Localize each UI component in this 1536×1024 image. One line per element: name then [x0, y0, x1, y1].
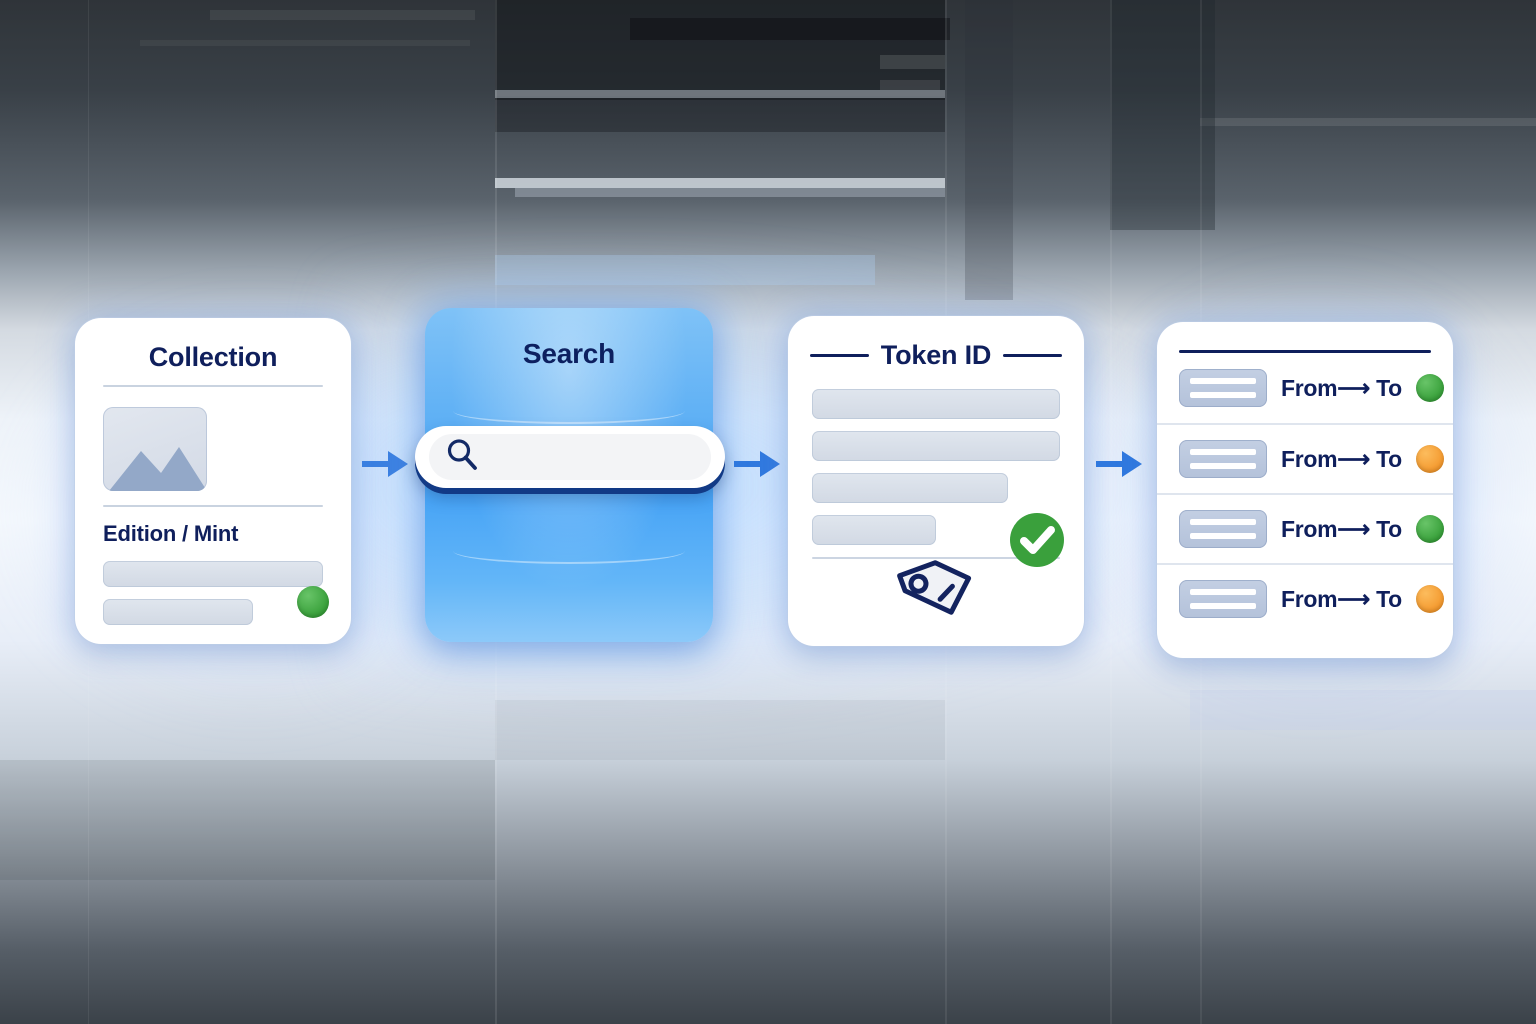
- skeleton-bar: [812, 515, 936, 545]
- list-thumb-icon: [1179, 369, 1267, 407]
- search-panel[interactable]: Search: [415, 308, 725, 642]
- glitch-band: [880, 55, 945, 69]
- status-badge: [1415, 515, 1444, 543]
- glitch-band: [495, 96, 945, 132]
- table-row[interactable]: From⟶ To: [1157, 563, 1453, 633]
- glitch-band: [140, 40, 470, 46]
- glitch-band: [495, 255, 875, 285]
- transfer-label: From⟶ To: [1281, 445, 1402, 472]
- token-skeleton-list: [788, 389, 1084, 567]
- divider: [1003, 354, 1063, 357]
- glitch-band: [965, 0, 1013, 300]
- token-id-card[interactable]: Token ID: [788, 316, 1084, 646]
- check-circle-icon: [1008, 511, 1066, 569]
- divider: [103, 505, 323, 507]
- divider: [810, 354, 869, 357]
- skeleton-bar: [103, 599, 253, 625]
- image-placeholder-icon: [103, 407, 207, 491]
- status-badge: [297, 586, 329, 618]
- glitch-band: [495, 90, 945, 98]
- table-row[interactable]: From⟶ To: [1157, 353, 1453, 423]
- glitch-band: [1110, 0, 1215, 230]
- glitch-band: [495, 0, 945, 100]
- status-badge: [1415, 585, 1444, 613]
- arrow-right-icon: [362, 447, 408, 486]
- panel-arc: [453, 398, 685, 424]
- collection-title: Collection: [148, 342, 278, 372]
- skeleton-bar: [812, 431, 1060, 461]
- list-thumb-icon: [1179, 440, 1267, 478]
- edition-mint-label: Edition / Mint: [103, 521, 239, 546]
- transfer-label: From⟶ To: [1281, 374, 1402, 401]
- skeleton-bar: [812, 473, 1008, 503]
- transfer-label: From⟶ To: [1281, 585, 1402, 612]
- arrow-right-icon: [1096, 447, 1142, 486]
- search-title: Search: [522, 338, 616, 369]
- panel-arc: [453, 538, 685, 564]
- glitch-band: [515, 188, 945, 197]
- search-input[interactable]: [429, 434, 711, 480]
- divider: [103, 385, 323, 387]
- transfer-label: From⟶ To: [1281, 515, 1402, 542]
- list-thumb-icon: [1179, 580, 1267, 618]
- token-id-title: Token ID: [880, 340, 992, 370]
- glitch-band: [630, 18, 950, 40]
- arrow-right-icon: [734, 447, 780, 486]
- status-badge: [1415, 374, 1444, 402]
- glitch-band: [1200, 118, 1536, 126]
- table-row[interactable]: From⟶ To: [1157, 493, 1453, 563]
- glitch-seam: [1110, 0, 1112, 1024]
- glitch-band: [1190, 690, 1536, 730]
- transfers-card[interactable]: From⟶ To From⟶ To From⟶ To From⟶ To: [1157, 322, 1453, 658]
- table-row[interactable]: From⟶ To: [1157, 423, 1453, 493]
- glitch-band: [495, 178, 945, 188]
- glitch-band: [210, 10, 475, 20]
- glitch-band: [0, 760, 495, 880]
- skeleton-bar: [103, 561, 323, 587]
- divider: [1179, 350, 1431, 353]
- token-id-header: Token ID: [810, 340, 1063, 371]
- glitch-band: [495, 700, 945, 760]
- price-tag-icon: [892, 552, 980, 629]
- search-bar[interactable]: [415, 426, 725, 488]
- collection-card[interactable]: Collection Edition / Mint: [75, 318, 351, 644]
- skeleton-bar: [812, 389, 1060, 419]
- glitch-band: [880, 80, 940, 90]
- status-badge: [1415, 445, 1444, 473]
- divider: [812, 557, 1060, 559]
- list-thumb-icon: [1179, 510, 1267, 548]
